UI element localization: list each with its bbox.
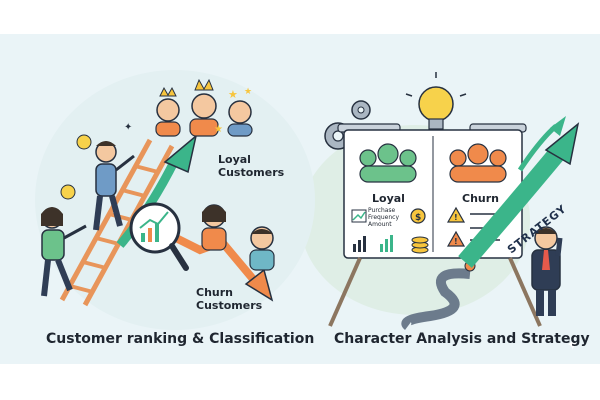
churn-people-icon	[449, 143, 507, 183]
loyal-label-line2: Customers	[218, 166, 285, 179]
businessman-figure	[531, 226, 563, 316]
climbing-person-top	[93, 141, 135, 231]
board-leg-2	[508, 257, 542, 327]
churn-customers-label: Churn Customers	[196, 286, 262, 312]
ladder	[59, 138, 175, 307]
loyal-customers-label: Loyal Customers	[218, 153, 284, 179]
board-leg	[328, 257, 362, 327]
board-loyal-title: Loyal	[372, 192, 405, 205]
sparkle-icon: ✦	[124, 122, 132, 133]
metric-frequency: Frequency	[368, 214, 399, 221]
climbing-person-bottom	[41, 207, 87, 297]
dollar-sign: $	[415, 213, 421, 223]
crown-icon-2	[194, 78, 214, 91]
churn-label-line1: Churn	[196, 286, 233, 299]
dollar-coin-icon	[410, 208, 426, 224]
loyal-people-icon	[359, 143, 417, 183]
svg-text:!: !	[454, 237, 458, 246]
metrics-label: Purchase Frequency Amount	[368, 207, 399, 228]
loyal-label-line1: Loyal	[218, 153, 251, 166]
loyal-customer-group: ★ ★ ★ ✦	[124, 78, 253, 137]
star-icon-2: ★	[244, 87, 252, 97]
winding-road	[401, 268, 471, 330]
metric-purchase: Purchase	[368, 207, 396, 214]
metric-amount: Amount	[368, 221, 392, 228]
light-bulb-icon	[405, 72, 467, 130]
churn-label-line2: Customers	[196, 299, 263, 312]
sparkle-icon-right: ✦	[566, 335, 579, 354]
green-up-arrow-right	[458, 116, 580, 268]
star-icon-3: ★	[214, 124, 223, 135]
magnifier-icon	[129, 202, 189, 271]
board-churn-title: Churn	[462, 192, 499, 205]
coin-stack-icon	[411, 236, 429, 254]
right-caption: Character Analysis and Strategy	[334, 331, 590, 347]
warning-icon	[446, 206, 466, 223]
svg-text:!: !	[454, 213, 458, 222]
smiley-icon	[60, 184, 76, 200]
bar-chart-icon	[353, 235, 393, 252]
churn-customer-group	[201, 204, 275, 271]
analysis-board: $ ! !	[337, 123, 527, 259]
star-icon: ★	[228, 88, 238, 101]
crown-icon	[159, 86, 177, 97]
smiley-icon-2	[76, 134, 92, 150]
warning-icon-2	[446, 230, 466, 247]
left-caption: Customer ranking & Classification	[46, 331, 315, 347]
